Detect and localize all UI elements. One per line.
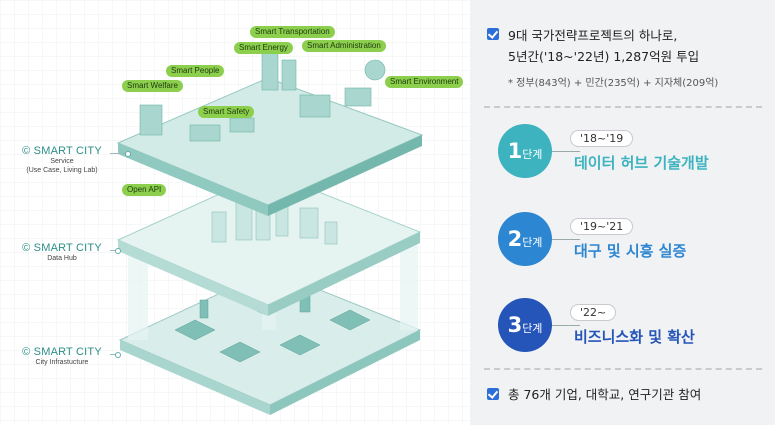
check-icon bbox=[487, 388, 499, 400]
divider-top bbox=[484, 106, 762, 108]
data-hub-leader-line bbox=[110, 248, 121, 254]
infrastructure-layer-sub1: City Infrastucture bbox=[35, 359, 89, 366]
service-layer-sub2: (Use Case, Living Lab) bbox=[26, 167, 98, 174]
divider-bottom bbox=[484, 368, 762, 370]
smart-city-diagram: Smart Transportation Smart Energy Smart … bbox=[0, 0, 470, 425]
stage-3-period: '22~ bbox=[570, 304, 617, 321]
stage-2-unit: 단계 bbox=[522, 236, 543, 249]
stage-3-number: 3 bbox=[507, 313, 523, 337]
service-leader-line bbox=[110, 151, 131, 157]
stage-2-title: 대구 및 시흥 실증 bbox=[574, 242, 687, 260]
stage-1-connector bbox=[548, 151, 580, 152]
stage-1-badge: 1단계 bbox=[498, 124, 552, 178]
layer-connectors bbox=[128, 235, 418, 340]
tag-smart-energy: Smart Energy bbox=[234, 42, 293, 54]
tag-smart-welfare: Smart Welfare bbox=[122, 80, 183, 92]
stage-1-title: 데이터 허브 기술개발 bbox=[574, 154, 709, 172]
stage-2-connector bbox=[548, 239, 580, 240]
label-infrastructure-layer: © SMART CITY City Infrastucture bbox=[8, 346, 116, 367]
intro-line-2: 5년간('18~'22년) 1,287억원 투입 bbox=[508, 49, 700, 64]
intro-line-1: 9대 국가전략프로젝트의 하나로, bbox=[508, 28, 678, 43]
data-hub-layer-title: © SMART CITY bbox=[22, 242, 102, 254]
data-hub-layer bbox=[116, 171, 422, 316]
label-data-hub-layer: © SMART CITY Data Hub bbox=[8, 242, 116, 263]
stage-1-unit: 단계 bbox=[522, 148, 543, 161]
tag-open-api: Open API bbox=[122, 184, 167, 196]
service-layer bbox=[116, 49, 424, 216]
participants-summary: 총 76개 기업, 대학교, 연구기관 참여 bbox=[508, 387, 702, 402]
stage-2-badge: 2단계 bbox=[498, 212, 552, 266]
tag-smart-safety: Smart Safety bbox=[198, 106, 255, 118]
service-layer-title: © SMART CITY bbox=[22, 145, 102, 157]
stage-3-badge: 3단계 bbox=[498, 298, 552, 352]
stage-3-title: 비즈니스화 및 확산 bbox=[574, 328, 695, 346]
stage-2-period: '19~'21 bbox=[570, 218, 634, 235]
infrastructure-leader-line bbox=[110, 352, 121, 358]
isometric-city-illustration bbox=[0, 0, 470, 425]
stage-3-unit: 단계 bbox=[522, 322, 543, 335]
tag-smart-administration: Smart Administration bbox=[302, 40, 386, 52]
tag-smart-people: Smart People bbox=[166, 65, 225, 77]
stage-1-number: 1 bbox=[507, 139, 523, 163]
infrastructure-layer-title: © SMART CITY bbox=[22, 346, 102, 358]
stage-1-period: '18~'19 bbox=[570, 130, 634, 147]
tag-smart-transportation: Smart Transportation bbox=[250, 26, 335, 38]
infrastructure-layer bbox=[118, 269, 422, 415]
check-icon bbox=[487, 28, 499, 40]
budget-note: * 정부(843억) + 민간(235억) + 지자체(209억) bbox=[508, 78, 719, 89]
stage-2-number: 2 bbox=[507, 227, 523, 251]
label-service-layer: © SMART CITY Service (Use Case, Living L… bbox=[8, 145, 116, 175]
stage-3-connector bbox=[548, 325, 580, 326]
data-hub-layer-sub1: Data Hub bbox=[47, 255, 77, 262]
tag-smart-environment: Smart Environment bbox=[385, 76, 464, 88]
service-layer-sub1: Service bbox=[50, 158, 74, 165]
project-info-panel: 9대 국가전략프로젝트의 하나로, 5년간('18~'22년) 1,287억원 … bbox=[470, 0, 775, 425]
